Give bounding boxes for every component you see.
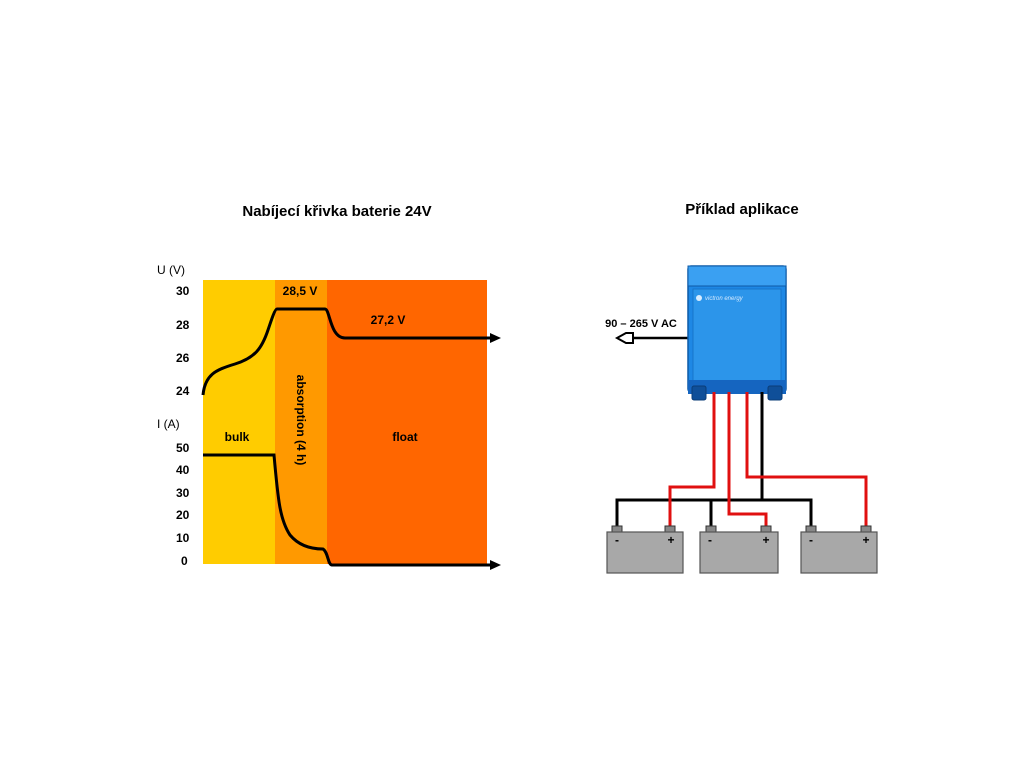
absorption-phase-band xyxy=(275,280,327,564)
current-tick: 0 xyxy=(181,554,188,568)
positive-wiring xyxy=(668,392,868,530)
voltage-curve xyxy=(201,307,490,396)
battery: - + xyxy=(699,525,779,574)
victron-logo-icon xyxy=(696,295,702,301)
float-phase-label: float xyxy=(392,430,417,444)
float-voltage-label: 27,2 V xyxy=(371,313,406,327)
bulk-phase-label: bulk xyxy=(225,430,250,444)
negative-wiring xyxy=(615,392,813,530)
voltage-arrowhead xyxy=(490,333,501,343)
current-axis-label: I (A) xyxy=(157,417,180,431)
ac-plug-icon xyxy=(614,332,634,344)
absorption-voltage-label: 28,5 V xyxy=(283,284,318,298)
ac-input-label: 90 – 265 V AC xyxy=(605,318,677,330)
current-tick: 30 xyxy=(176,486,190,500)
current-tick: 10 xyxy=(176,531,190,545)
current-tick: 50 xyxy=(176,441,190,455)
battery-plus-label: + xyxy=(762,533,769,547)
voltage-tick: 24 xyxy=(176,384,190,398)
current-curve xyxy=(203,453,490,567)
battery-plus-label: + xyxy=(667,533,674,547)
voltage-tick: 28 xyxy=(176,318,190,332)
float-phase-band xyxy=(327,280,487,564)
chart-title: Nabíjecí křivka baterie 24V xyxy=(242,203,431,220)
current-tick: 20 xyxy=(176,508,190,522)
battery: - + xyxy=(800,525,878,574)
victron-charger: victron energy xyxy=(687,265,787,401)
charger-brand: victron energy xyxy=(705,296,744,302)
absorption-phase-label: absorption (4 h) xyxy=(294,375,308,466)
voltage-tick: 30 xyxy=(176,284,190,298)
voltage-tick: 26 xyxy=(176,351,190,365)
battery-minus-label: - xyxy=(708,533,712,547)
battery-plus-label: + xyxy=(862,533,869,547)
bulk-phase-band xyxy=(203,280,275,564)
current-arrowhead xyxy=(490,560,501,570)
battery-minus-label: - xyxy=(809,533,813,547)
application-title: Příklad aplikace xyxy=(685,201,798,218)
battery: - + xyxy=(606,525,684,574)
current-tick: 40 xyxy=(176,463,190,477)
battery-minus-label: - xyxy=(615,533,619,547)
voltage-axis-label: U (V) xyxy=(157,263,185,277)
